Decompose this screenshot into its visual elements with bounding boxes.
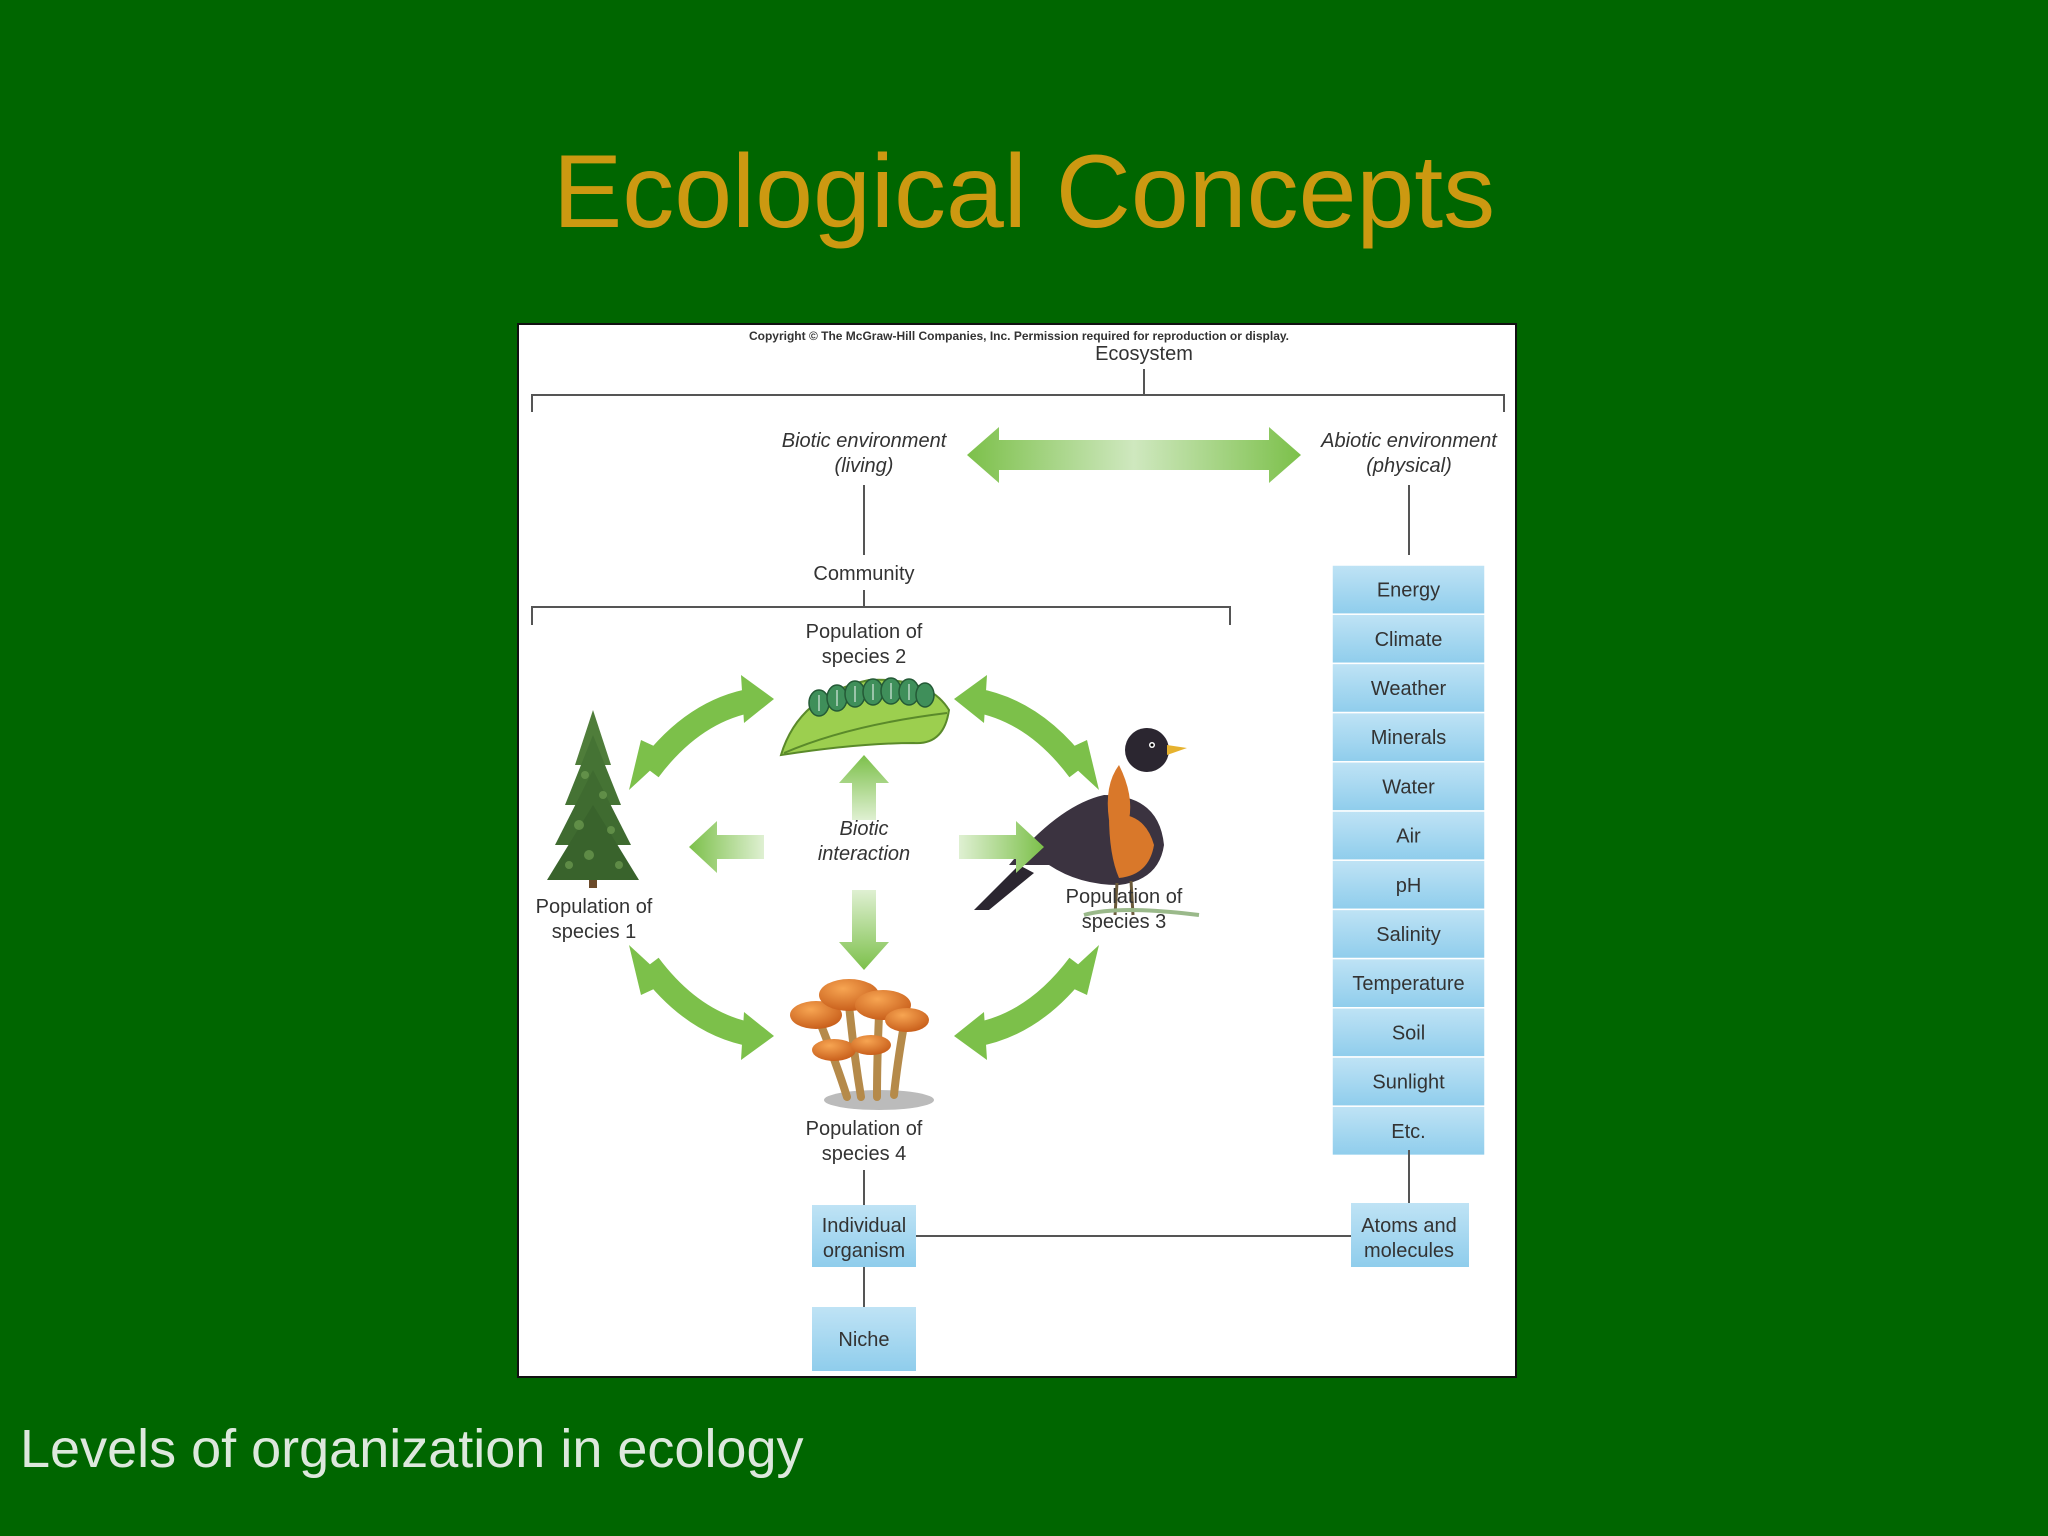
abiotic-factor-box xyxy=(1331,564,1486,615)
interaction-arrow-down xyxy=(839,890,889,970)
curved-arrow-1-4 xyxy=(629,945,774,1060)
abiotic-factor-label: pH xyxy=(1396,875,1422,897)
individual-organism-box xyxy=(812,1205,916,1267)
abiotic-factor-label: Temperature xyxy=(1352,973,1464,995)
interaction-arrow-left xyxy=(689,821,764,873)
slide-title: Ecological Concepts xyxy=(552,134,1496,250)
biotic-abiotic-double-arrow xyxy=(967,427,1301,483)
abiotic-factor-label: Energy xyxy=(1377,580,1440,602)
mushrooms-image xyxy=(790,979,934,1110)
interaction-arrow-up xyxy=(839,755,889,820)
species3-label-1: Population of xyxy=(1066,886,1183,908)
species1-label-2: species 1 xyxy=(552,921,637,943)
copyright-notice: Copyright © The McGraw-Hill Companies, I… xyxy=(749,329,1289,343)
abiotic-factor-box xyxy=(1331,810,1486,861)
abiotic-factor-label: Minerals xyxy=(1371,727,1447,749)
abiotic-factor-box xyxy=(1331,761,1486,812)
abiotic-factor-box xyxy=(1331,957,1486,1009)
abiotic-factor-label: Air xyxy=(1396,826,1421,848)
robin-image xyxy=(974,728,1200,917)
species4-label-2: species 4 xyxy=(822,1143,907,1165)
ecology-diagram: Copyright © The McGraw-Hill Companies, I… xyxy=(517,323,1517,1378)
individual-label-1: Individual xyxy=(822,1215,907,1237)
slide-caption: Levels of organization in ecology xyxy=(20,1419,804,1479)
abiotic-factor-box xyxy=(1331,1105,1486,1157)
tree-image xyxy=(547,710,639,888)
niche-label: Niche xyxy=(838,1329,889,1351)
abiotic-factor-box xyxy=(1331,711,1486,763)
abiotic-label-2: (physical) xyxy=(1366,455,1452,477)
atoms-molecules-box xyxy=(1351,1203,1469,1267)
abiotic-factor-label: Climate xyxy=(1375,629,1443,651)
species3-label-2: species 3 xyxy=(1082,911,1167,933)
biotic-label-2: (living) xyxy=(835,455,894,477)
interaction-arrow-right xyxy=(959,821,1044,873)
species2-label-1: Population of xyxy=(806,621,923,643)
individual-label-2: organism xyxy=(823,1240,905,1262)
abiotic-factor-box xyxy=(1331,662,1486,714)
ecosystem-label: Ecosystem xyxy=(1095,343,1193,365)
abiotic-factor-label: Etc. xyxy=(1391,1121,1425,1143)
community-label: Community xyxy=(813,563,914,585)
atoms-label-2: molecules xyxy=(1364,1240,1454,1262)
ecosystem-bracket xyxy=(531,394,1505,412)
biotic-label-1: Biotic environment xyxy=(782,430,948,452)
species2-label-2: species 2 xyxy=(822,646,907,668)
abiotic-factor-box xyxy=(1331,859,1486,911)
abiotic-factor-label: Water xyxy=(1382,776,1435,798)
abiotic-factor-label: Sunlight xyxy=(1372,1072,1445,1094)
atoms-label-1: Atoms and xyxy=(1361,1215,1457,1237)
curved-arrow-2-3 xyxy=(954,675,1099,790)
abiotic-label-1: Abiotic environment xyxy=(1320,430,1498,452)
niche-box xyxy=(812,1307,916,1371)
biotic-interaction-label-1: Biotic xyxy=(840,818,889,840)
abiotic-factor-label: Salinity xyxy=(1376,924,1440,946)
leaf-caterpillar-image xyxy=(779,677,951,757)
community-bracket xyxy=(531,606,1231,625)
biotic-interaction-label-2: interaction xyxy=(818,843,910,865)
abiotic-factor-box xyxy=(1331,613,1486,665)
curved-arrow-3-4 xyxy=(954,945,1099,1060)
species1-label-1: Population of xyxy=(536,896,653,918)
abiotic-factor-label: Weather xyxy=(1371,678,1447,700)
abiotic-factor-box xyxy=(1331,1007,1486,1058)
abiotic-factor-box xyxy=(1331,1056,1486,1107)
curved-arrow-1-2 xyxy=(629,675,774,790)
species4-label-1: Population of xyxy=(806,1118,923,1140)
abiotic-factor-label: Soil xyxy=(1392,1022,1425,1044)
